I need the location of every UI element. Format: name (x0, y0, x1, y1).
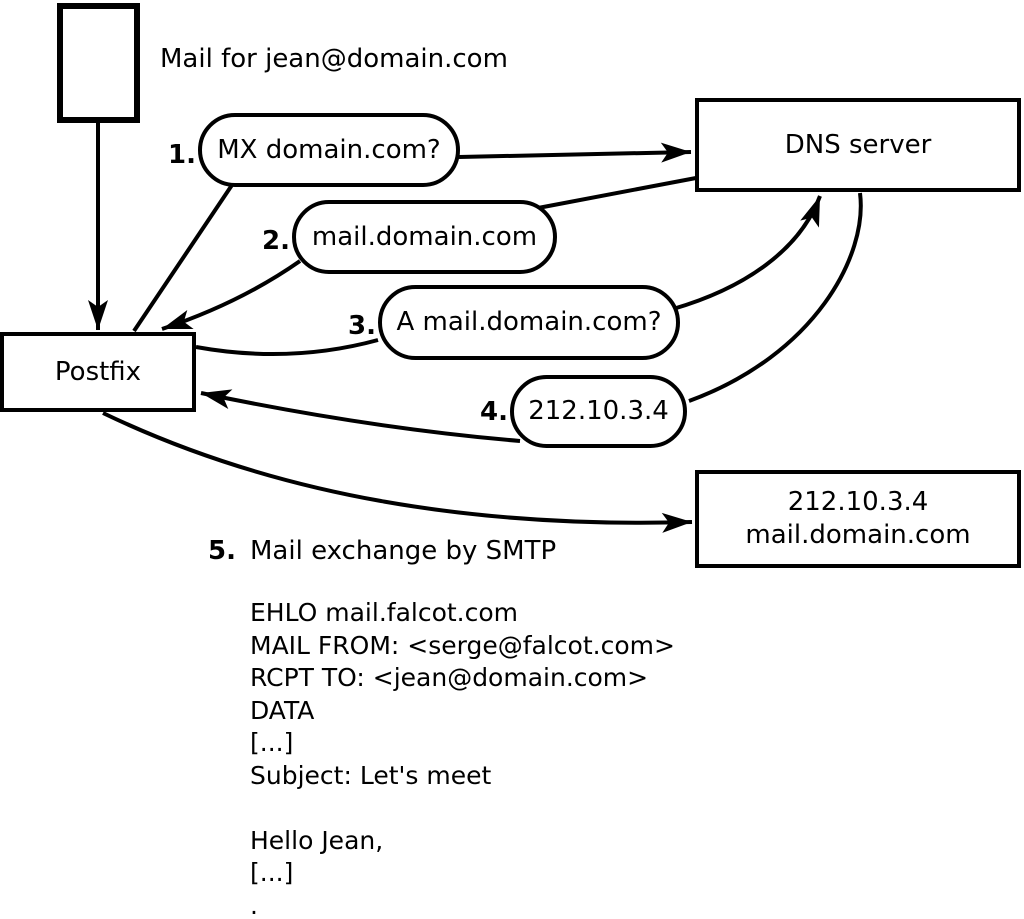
smtp-line-mail-from: MAIL FROM: <serge@falcot.com> (250, 630, 675, 660)
smtp-session-transcript: EHLO mail.falcot.com MAIL FROM: <serge@f… (250, 597, 675, 919)
line-dns-to-mx-answer (537, 176, 697, 210)
mx-query-pill: MX domain.com? (198, 113, 460, 187)
smtp-line-ehlo: EHLO mail.falcot.com (250, 598, 519, 627)
line-dns-to-ip-answer (688, 192, 863, 403)
ip-answer-pill: 212.10.3.4 (510, 375, 687, 448)
step-5-label: Mail exchange by SMTP (250, 536, 557, 566)
smtp-line-data: DATA (250, 695, 315, 725)
mx-answer-label: mail.domain.com (311, 221, 538, 252)
ip-answer-label: 212.10.3.4 (528, 396, 669, 426)
smtp-line-rcpt-to: RCPT TO: <jean@domain.com> (250, 663, 649, 692)
arrow-mx-answer-to-postfix (161, 259, 302, 331)
mail-server-hostname: mail.domain.com (745, 520, 971, 550)
dns-server-node: DNS server (695, 98, 1021, 192)
mail-for-label: Mail for jean@domain.com (160, 44, 508, 74)
smtp-line-blank (250, 792, 675, 825)
mx-answer-pill: mail.domain.com (292, 200, 557, 274)
line-postfix-to-mx-query (132, 183, 234, 333)
smtp-line-end-dot: . (250, 890, 258, 919)
smtp-line-hello: Hello Jean, (250, 825, 384, 855)
arrow-ip-answer-to-postfix (200, 389, 521, 443)
smtp-line-ellipsis-1: [...] (250, 728, 294, 757)
arrow-a-query-to-dns (672, 195, 822, 311)
dns-server-label: DNS server (784, 129, 932, 160)
postfix-node: Postfix (0, 332, 196, 412)
postfix-label: Postfix (54, 356, 142, 387)
step-2-number: 2. (262, 226, 290, 256)
step-1-number: 1. (168, 140, 196, 170)
step-4-number: 4. (480, 397, 508, 427)
mail-server-ip: 212.10.3.4 (787, 487, 929, 517)
smtp-line-ellipsis-2: [...] (250, 858, 294, 887)
arrow-mx-query-to-dns (458, 142, 692, 163)
smtp-line-subject: Subject: Let's meet (250, 760, 492, 790)
mail-client-node (57, 3, 140, 123)
mail-server-node: 212.10.3.4 mail.domain.com (695, 470, 1021, 568)
mx-query-label: MX domain.com? (217, 134, 441, 165)
step-3-number: 3. (348, 311, 376, 341)
a-query-pill: A mail.domain.com? (378, 285, 680, 360)
arrow-smtp-to-mail-server (102, 411, 693, 533)
a-query-label: A mail.domain.com? (396, 307, 662, 337)
line-postfix-to-a-query (195, 338, 379, 357)
step-5-number: 5. (208, 536, 236, 566)
